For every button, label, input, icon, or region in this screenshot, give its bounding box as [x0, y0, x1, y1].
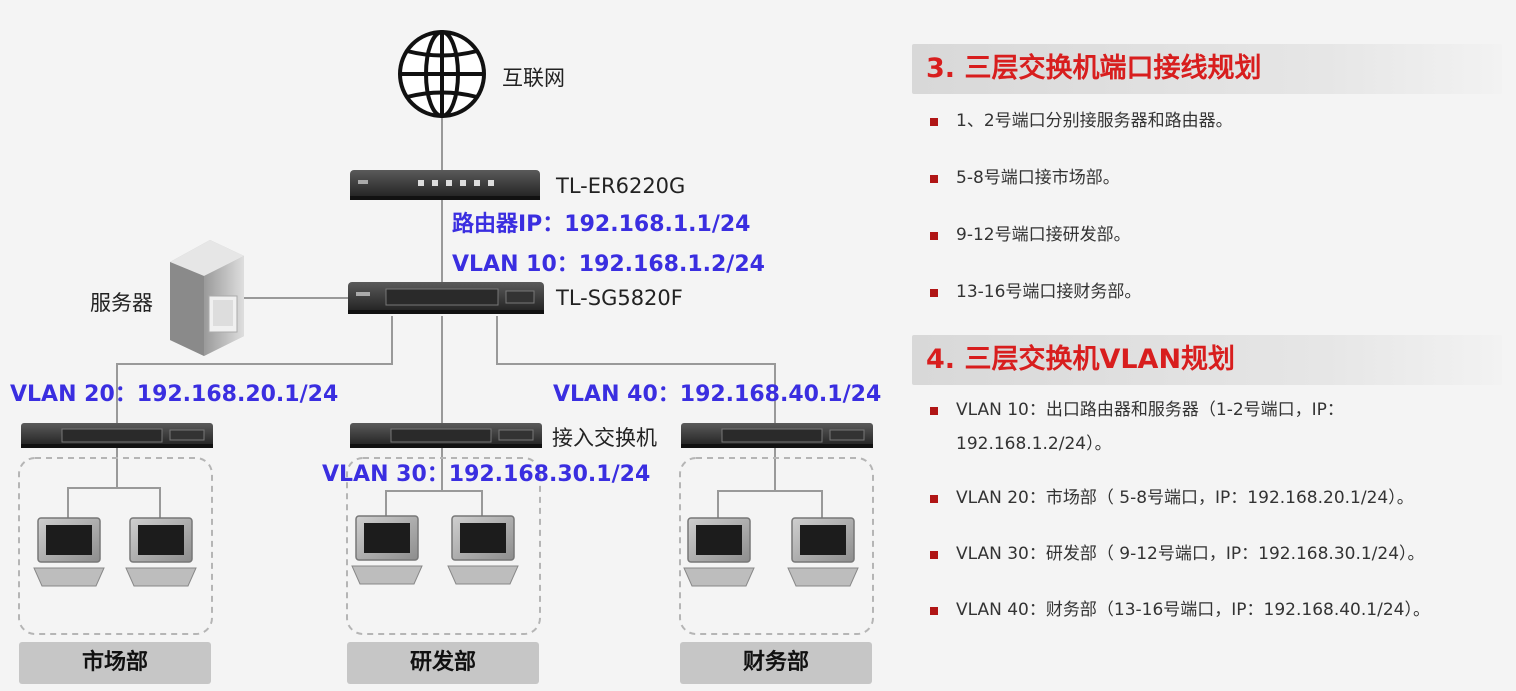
- access-switch-label: 接入交换机: [552, 426, 657, 450]
- network-diagram: [18, 30, 874, 635]
- list-item: 5-8号端口接市场部。: [912, 161, 1502, 195]
- connection-lines: [67, 118, 823, 518]
- list-item: VLAN 40：财务部（13-16号端口，IP：192.168.40.1/24）…: [912, 593, 1502, 627]
- server-label: 服务器: [90, 291, 153, 315]
- core-switch-icon: [348, 282, 544, 314]
- vlan30-label: VLAN 30：192.168.30.1/24: [322, 462, 651, 487]
- bullet-square-icon: [930, 175, 938, 183]
- bullet-square-icon: [930, 551, 938, 559]
- router-device-icon: [350, 170, 540, 200]
- router-model-label: TL-ER6220G: [556, 174, 686, 198]
- vlan40-label: VLAN 40：192.168.40.1/24: [553, 382, 882, 407]
- finance-dept-area: [679, 457, 874, 635]
- list-item: 9-12号端口接研发部。: [912, 218, 1502, 252]
- bullet-square-icon: [930, 232, 938, 240]
- pc-icon: [33, 517, 105, 587]
- list-item: VLAN 20：市场部（ 5-8号端口，IP：192.168.20.1/24）。: [912, 481, 1502, 515]
- dept-label-finance: 财务部: [680, 642, 872, 684]
- pc-icon: [125, 517, 197, 587]
- vlan20-label: VLAN 20：192.168.20.1/24: [10, 382, 339, 407]
- server-icon: [170, 240, 244, 356]
- globe-icon: [398, 30, 486, 118]
- router-ip-label: 路由器IP：192.168.1.1/24: [452, 212, 751, 237]
- bullet-square-icon: [930, 495, 938, 503]
- access-switch-market-icon: [21, 423, 213, 448]
- internet-label: 互联网: [502, 66, 565, 90]
- market-dept-area: [18, 457, 213, 635]
- bullet-square-icon: [930, 118, 938, 126]
- list-item: 13-16号端口接财务部。: [912, 275, 1502, 309]
- dept-label-market: 市场部: [19, 642, 211, 684]
- section-title-vlan-plan: 4. 三层交换机VLAN规划: [912, 335, 1502, 385]
- bullet-square-icon: [930, 607, 938, 615]
- vlan10-label: VLAN 10：192.168.1.2/24: [452, 252, 765, 277]
- section-title-port-plan: 3. 三层交换机端口接线规划: [912, 44, 1502, 94]
- list-item: 1、2号端口分别接服务器和路由器。: [912, 104, 1502, 138]
- access-switch-rd-icon: [350, 423, 542, 448]
- core-switch-model-label: TL-SG5820F: [556, 286, 683, 310]
- pc-icon: [787, 517, 859, 587]
- access-switch-finance-icon: [681, 423, 873, 448]
- pc-icon: [351, 515, 423, 585]
- rd-dept-area: [346, 457, 541, 635]
- bullet-square-icon: [930, 407, 938, 415]
- pc-icon: [683, 517, 755, 587]
- list-item: VLAN 10：出口路由器和服务器（1-2号端口，IP：192.168.1.2/…: [912, 393, 1426, 461]
- pc-icon: [447, 515, 519, 585]
- planning-panel: 3. 三层交换机端口接线规划 1、2号端口分别接服务器和路由器。 5-8号端口接…: [912, 44, 1502, 627]
- dept-label-rd: 研发部: [347, 642, 539, 684]
- list-item: VLAN 30：研发部（ 9-12号端口，IP：192.168.30.1/24）…: [912, 537, 1502, 571]
- bullet-square-icon: [930, 289, 938, 297]
